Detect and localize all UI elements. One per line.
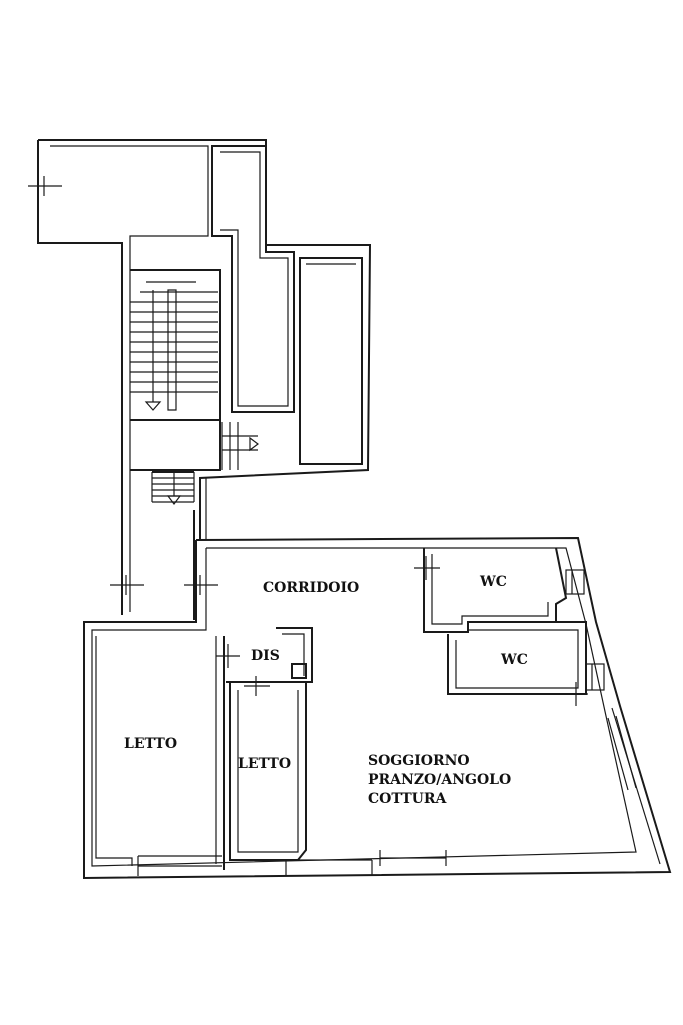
- right-duct: [299, 257, 363, 465]
- stairwell-outer: [130, 269, 221, 471]
- window-right-upper: [565, 569, 585, 595]
- label-soggiorno-line3: COTTURA: [368, 791, 448, 807]
- window-right-glazing: [607, 715, 637, 791]
- label-letto-2: LETTO: [238, 756, 291, 772]
- wc2-inner: [455, 629, 579, 689]
- apartment: [83, 536, 672, 880]
- door-arrow-icon: [249, 436, 259, 452]
- dis-closet: [291, 663, 307, 679]
- stair-treads-lower: [151, 471, 195, 505]
- label-corridoio: CORRIDOIO: [263, 580, 359, 596]
- shaft-outer: [211, 145, 295, 413]
- balcony-inner-wall: [50, 145, 209, 612]
- label-wc-1: WC: [479, 574, 507, 590]
- balcony-outer-wall: [38, 139, 372, 540]
- dis-walls: [226, 627, 313, 683]
- balcony-outer-left: [37, 140, 123, 615]
- stair-treads-upper: [130, 281, 218, 393]
- label-letto-1: LETTO: [124, 736, 177, 752]
- stair-divider: [167, 289, 177, 411]
- letto1-left-inner: [95, 636, 133, 866]
- label-soggiorno-line2: PRANZO/ANGOLO: [368, 772, 511, 788]
- apartment-outer-wall: [83, 536, 672, 880]
- shaft-inner: [220, 151, 289, 407]
- window-bottom-letto1: [137, 855, 222, 876]
- upper-block: [28, 139, 372, 620]
- room-labels: CORRIDOIO WC WC DIS LETTO LETTO SOGGIORN…: [124, 574, 528, 807]
- window-bottom-soggiorno: [379, 850, 447, 866]
- label-soggiorno-line1: SOGGIORNO: [368, 753, 470, 769]
- window-bottom-letto2: [240, 859, 373, 876]
- label-wc-2: WC: [500, 652, 528, 668]
- wc1-inner: [431, 554, 549, 625]
- label-dis: DIS: [251, 648, 280, 664]
- apartment-inner-wall: [91, 547, 637, 867]
- stair-lower-arrow-icon: [166, 495, 182, 505]
- stair-arrow-icon: [144, 401, 162, 411]
- wc1-walls: [423, 547, 568, 633]
- dis-inner: [282, 633, 305, 676]
- shaft-door: [221, 422, 259, 470]
- letto2-inner: [237, 690, 299, 853]
